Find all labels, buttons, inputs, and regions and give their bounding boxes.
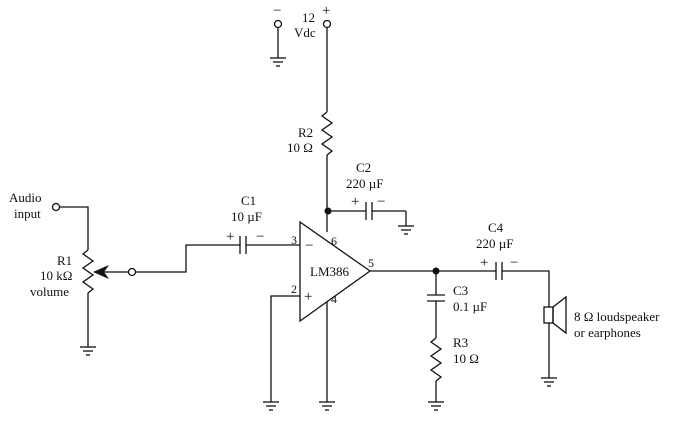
r2-value-label: 10 Ω — [287, 140, 313, 155]
supply-negative-terminal — [270, 19, 286, 67]
potentiometer-r1 — [81, 249, 95, 294]
loudspeaker-icon — [543, 295, 567, 335]
c1-minus-sign: − — [256, 229, 264, 245]
c4-ref-label: C4 — [488, 220, 504, 235]
c1-plus-sign: + — [226, 229, 234, 245]
r2-ref-label: R2 — [298, 125, 313, 140]
lm386-amplifier-symbol — [299, 220, 372, 323]
ground-symbol — [80, 346, 96, 356]
input-label-line2: input — [14, 206, 41, 221]
speaker-label-line2: or earphones — [574, 325, 641, 340]
capacitor-c2 — [328, 202, 407, 226]
ic-pin4-label: 4 — [331, 292, 337, 306]
supply-minus-sign: − — [273, 3, 281, 19]
ground-symbol — [263, 401, 279, 411]
supply-plus-sign: + — [322, 3, 330, 19]
c4-value-label: 220 µF — [476, 236, 513, 251]
wiper-to-c1-wire — [136, 244, 240, 273]
ic-pin2-label: 2 — [291, 282, 297, 296]
c3-value-label: 0.1 µF — [453, 299, 487, 314]
supply-voltage-value: 12 — [302, 10, 315, 25]
supply-positive-terminal — [322, 19, 332, 29]
r3-ref-label: R3 — [453, 335, 468, 350]
c1-value-label: 10 µF — [231, 209, 262, 224]
capacitor-c3 — [427, 271, 445, 338]
input-wire — [60, 206, 89, 250]
r1-ref-label: R1 — [57, 253, 72, 268]
input-label-line1: Audio — [9, 190, 42, 205]
ic-noninverting-sign: + — [304, 289, 312, 305]
pin2-to-ground-wire — [270, 295, 300, 402]
wiper-terminal — [127, 267, 137, 277]
c2-value-label: 220 µF — [346, 176, 383, 191]
ground-symbol — [319, 401, 335, 411]
ic-name-label: LM386 — [310, 264, 350, 279]
speaker-label-line1: 8 Ω loudspeaker — [574, 309, 660, 324]
ic-pin3-label: 3 — [291, 233, 297, 247]
ground-symbol — [270, 57, 286, 67]
resistor-r3 — [429, 337, 443, 382]
ground-symbol — [398, 225, 414, 235]
capacitor-c1 — [239, 236, 300, 254]
c4-plus-sign: + — [480, 255, 488, 271]
c2-plus-sign: + — [351, 194, 359, 210]
r1-value-label: 10 kΩ — [40, 268, 72, 283]
r1-function-label: volume — [30, 284, 69, 299]
ground-symbol — [541, 377, 557, 387]
ground-symbol — [428, 401, 444, 411]
c1-ref-label: C1 — [241, 193, 256, 208]
c3-ref-label: C3 — [453, 283, 468, 298]
c2-ref-label: C2 — [356, 160, 371, 175]
c2-minus-sign: − — [377, 194, 385, 210]
ic-inverting-sign: − — [305, 238, 313, 254]
ic-pin6-label: 6 — [331, 234, 337, 248]
supply-voltage-unit: Vdc — [294, 25, 316, 40]
ic-pin5-label: 5 — [368, 256, 374, 270]
resistor-r2 — [320, 111, 334, 156]
capacitor-c4 — [495, 262, 550, 307]
c4-minus-sign: − — [510, 255, 518, 271]
audio-input-terminal — [51, 202, 61, 212]
wiper-arrow-icon — [93, 265, 128, 279]
r3-value-label: 10 Ω — [453, 351, 479, 366]
